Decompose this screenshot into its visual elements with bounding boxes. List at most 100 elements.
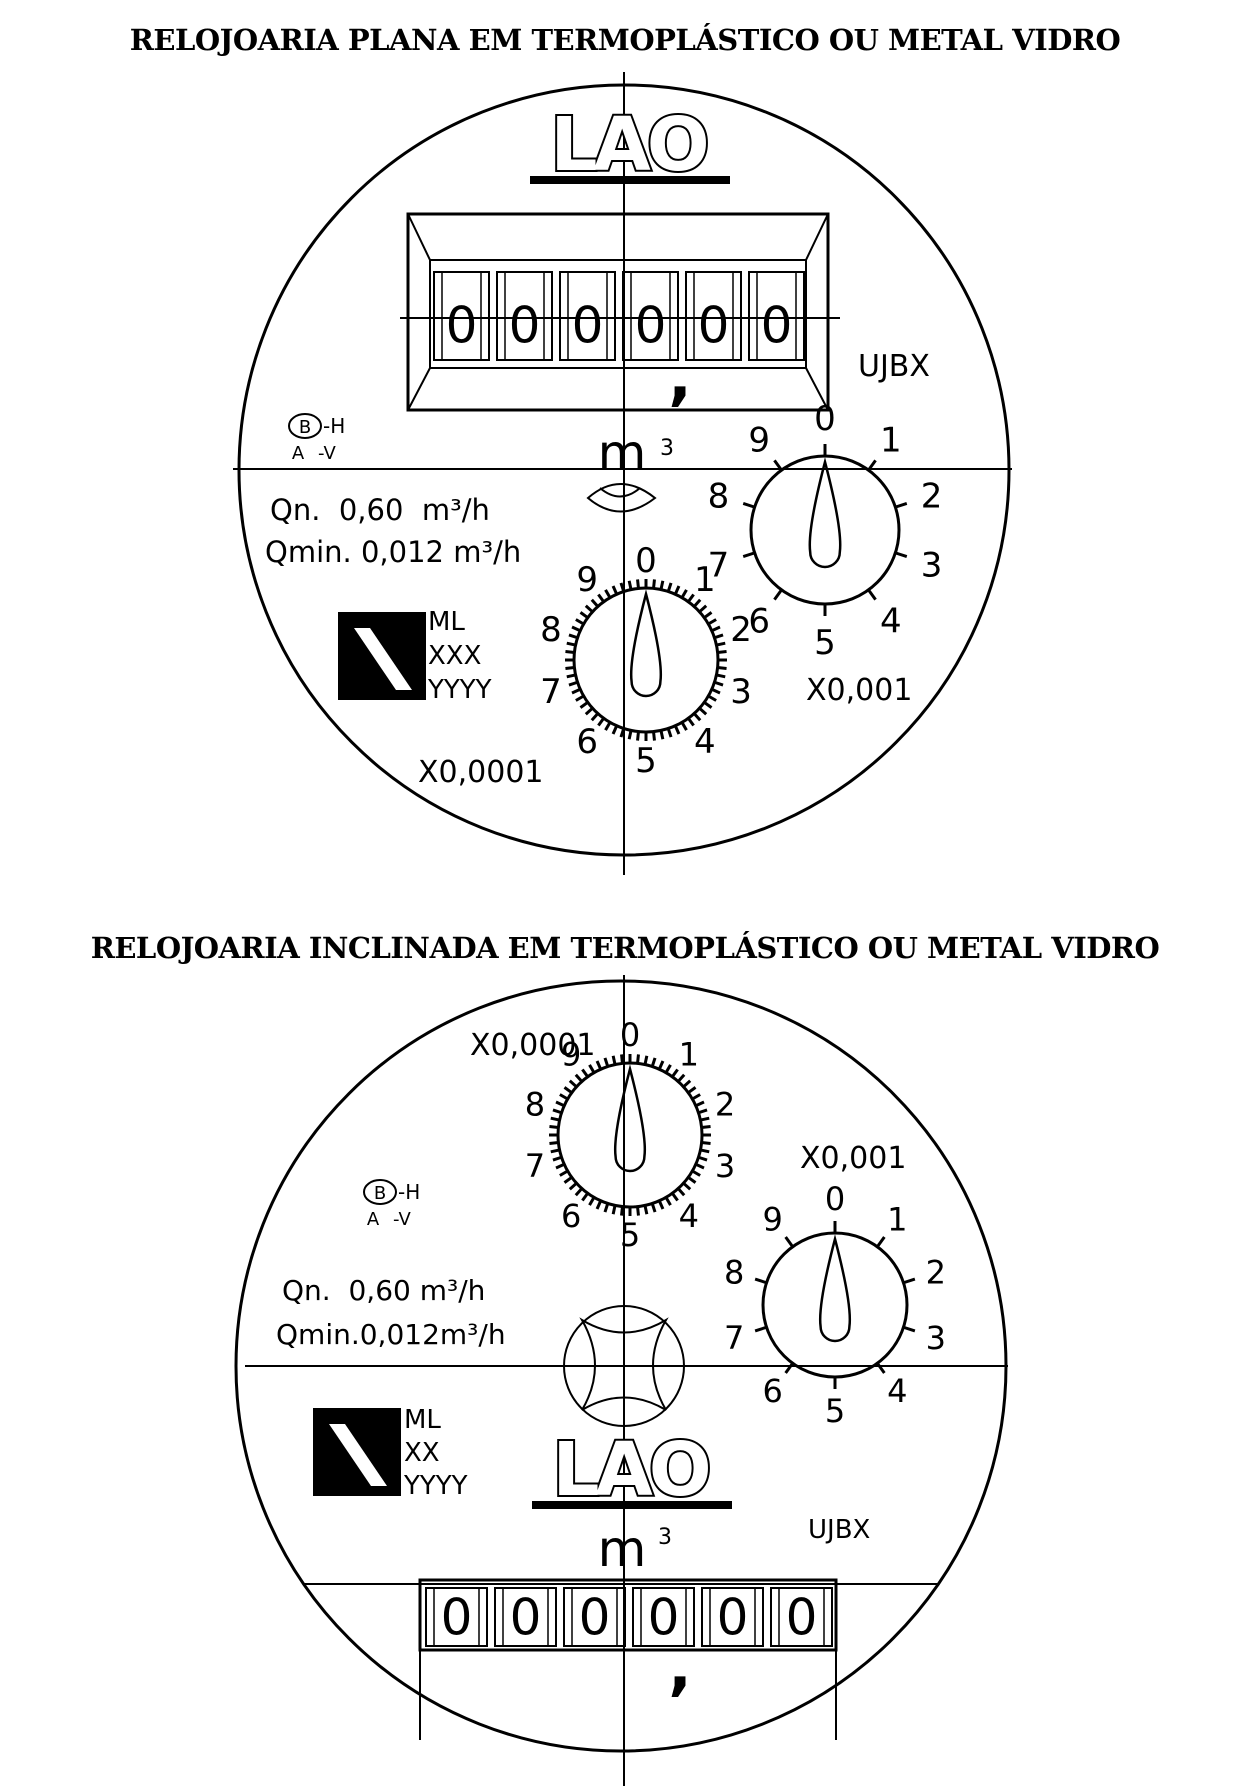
dial-number: 8 [724, 1253, 744, 1291]
tick [687, 1086, 697, 1094]
tick [627, 730, 633, 740]
tick [652, 579, 656, 589]
tick [714, 633, 724, 640]
tick [652, 731, 656, 741]
tick [671, 1068, 679, 1078]
tick [636, 579, 640, 589]
unit-label: m 3 [598, 424, 674, 482]
register-digit: 0 [786, 1588, 818, 1646]
dial-number: 6 [561, 1197, 581, 1235]
code-label: UJBX [858, 349, 930, 384]
tick [698, 1108, 708, 1115]
dial-number: 9 [576, 560, 598, 600]
dial-number: 2 [715, 1085, 735, 1123]
tick [611, 585, 619, 595]
tick [693, 712, 702, 722]
panel-inclined: RELOJOARIA INCLINADA EM TERMOPLÁSTICO OU… [91, 930, 1160, 1786]
tick [590, 598, 599, 608]
svg-text:ML: ML [404, 1405, 441, 1435]
dial-x00001-label: X0,0001 [418, 755, 544, 790]
inmetro-mark: ML XX YYYY [313, 1405, 468, 1501]
dial-number: 5 [635, 741, 657, 781]
tick [566, 641, 576, 647]
tick [666, 728, 673, 738]
logo-underline [532, 1501, 732, 1509]
dial-number: 5 [620, 1216, 640, 1254]
brand-text: LAO [550, 102, 706, 188]
dial-number: 9 [561, 1035, 581, 1073]
tick [550, 1116, 560, 1122]
tick [559, 1093, 569, 1101]
tick [575, 694, 585, 702]
tick [691, 1169, 701, 1177]
tick [565, 650, 575, 654]
tick [555, 1162, 565, 1170]
tick [754, 1325, 767, 1333]
svg-text:-H: -H [398, 1180, 420, 1204]
tick [611, 1205, 617, 1215]
dial-number: 0 [635, 541, 657, 581]
tick [643, 1055, 649, 1065]
svg-text:A: A [292, 443, 305, 464]
tick [903, 1325, 916, 1333]
dial-number: 4 [887, 1372, 907, 1410]
tick [550, 1148, 560, 1154]
dial-pointer [808, 457, 842, 569]
dial-number: 5 [825, 1392, 845, 1430]
dial-number: 0 [825, 1180, 845, 1218]
tick [568, 680, 578, 687]
svg-text:XXX: XXX [428, 641, 481, 671]
dial-x0001-label: X0,001 [806, 673, 912, 708]
register-digit: 0 [510, 1588, 542, 1646]
svg-text:YYYY: YYYY [427, 675, 492, 705]
tick [664, 1064, 672, 1074]
digit-cell [563, 1587, 626, 1647]
digit-cell [685, 271, 742, 361]
tick [574, 1187, 583, 1197]
dial-number: 3 [730, 672, 752, 712]
qmin-line: Qmin.0,012m³/h [276, 1318, 506, 1351]
register-digit: 0 [509, 296, 541, 354]
tick [584, 604, 594, 613]
tick [867, 588, 877, 601]
dial-number: 4 [679, 1197, 699, 1235]
tick [682, 1079, 692, 1088]
tick [611, 725, 619, 735]
position-mark: B -H A -V [288, 413, 345, 464]
tick [773, 588, 783, 601]
tick [666, 582, 673, 592]
tick [619, 728, 626, 738]
tick [664, 1196, 672, 1206]
tick [695, 1162, 705, 1170]
dial-number: 6 [748, 602, 770, 642]
svg-text:m: m [598, 424, 647, 482]
tick [563, 1176, 573, 1184]
svg-text:-V: -V [393, 1209, 411, 1230]
register-digit: 0 [579, 1588, 611, 1646]
tick [657, 1060, 665, 1070]
tick [565, 666, 575, 670]
tick [579, 611, 589, 619]
tick [575, 618, 585, 626]
tick [716, 673, 726, 679]
tick [636, 1206, 640, 1216]
digit-cell [632, 1587, 695, 1647]
tick [581, 1192, 589, 1202]
dial-number: 8 [708, 476, 730, 516]
digit-cell [622, 271, 679, 361]
svg-text:3: 3 [660, 436, 674, 461]
tick [742, 551, 756, 559]
digit-cell [701, 1587, 764, 1647]
register-digit: 0 [446, 296, 478, 354]
tick [571, 625, 581, 633]
tick [657, 1200, 665, 1210]
tick [597, 717, 605, 727]
svg-text:m: m [598, 1520, 647, 1578]
dial-number: 7 [525, 1147, 545, 1185]
tick [597, 593, 605, 603]
tick [588, 1196, 596, 1206]
tick [611, 1055, 617, 1065]
tick [707, 618, 717, 626]
digit-cell [748, 271, 805, 361]
